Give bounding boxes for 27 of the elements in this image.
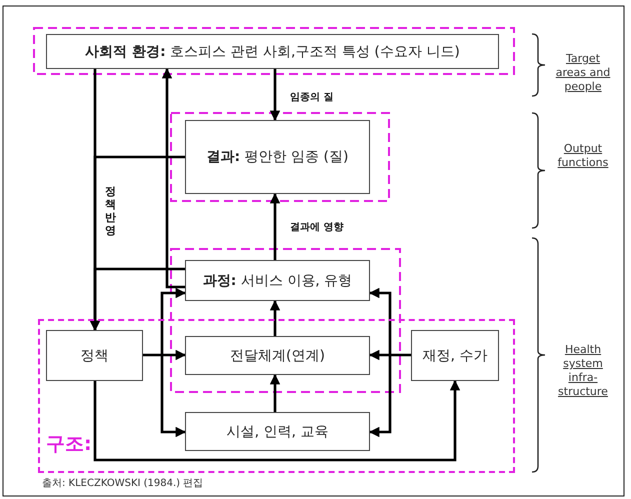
arrow — [368, 288, 392, 438]
arrow — [160, 288, 186, 438]
policy-box: 정책 — [46, 330, 143, 381]
delivery-box: 전달체계(연계) — [185, 336, 370, 375]
edge-label: 결과에 영향 — [290, 220, 344, 234]
bracket-label: Health system infra-structure — [557, 343, 609, 399]
arrow — [162, 68, 185, 288]
group-heading: 구조: — [46, 432, 92, 457]
arrow — [90, 268, 185, 332]
edge-label: 임종의 질 — [290, 90, 334, 104]
outcome-box: 결과: 평안한 임종 (질) — [185, 120, 370, 194]
finance-box: 재정, 수가 — [411, 330, 499, 381]
arrow — [94, 380, 460, 462]
environment-box: 사회적 환경: 호스피스 관련 사회,구조적 특성 (수요자 니드) — [46, 34, 499, 69]
dashed-frame — [38, 319, 515, 473]
edge-label: 정책 반영 — [104, 185, 117, 237]
arrow — [270, 69, 280, 122]
arrow — [270, 192, 280, 260]
source-note: 출처: KLECZKOWSKI (1984.) 편집 — [42, 477, 204, 491]
arrow — [368, 350, 411, 360]
bracket-label: Output functions — [556, 142, 610, 170]
arrow — [270, 374, 280, 412]
facilities-box: 시설, 인력, 교육 — [185, 412, 370, 451]
arrow — [270, 300, 280, 336]
arrow — [143, 350, 186, 360]
bracket-label: Target areas and people — [554, 52, 612, 94]
process-box: 과정: 서비스 이용, 유형 — [185, 260, 370, 301]
